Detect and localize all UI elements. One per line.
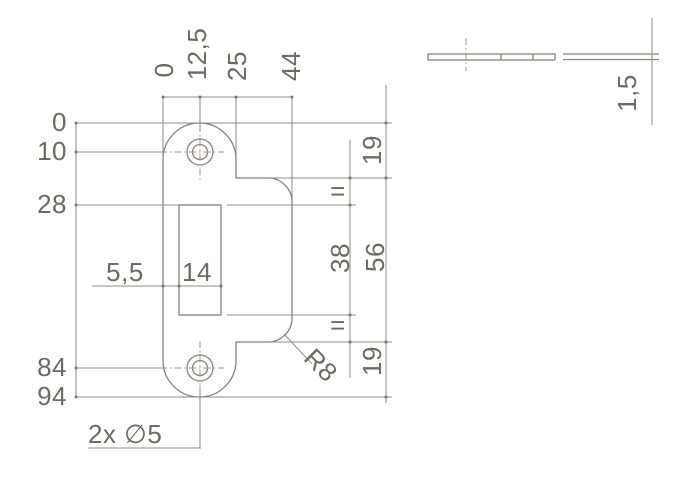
plate-outline <box>162 122 293 398</box>
dim-label-top-12-5: 12,5 <box>182 28 212 81</box>
dim-label-right-38: 38 <box>325 243 355 273</box>
dim-label-left-84: 84 <box>37 352 67 382</box>
holes-diameter-label: 2x ∅5 <box>88 419 162 449</box>
radius-leader-line <box>283 333 313 365</box>
dim-label-left-94: 94 <box>37 381 67 411</box>
dim-label-left-0: 0 <box>52 107 67 137</box>
dimension-labels: 0 12,5 25 44 0 10 28 84 94 19 56 19 = 38… <box>37 28 642 449</box>
front-view <box>160 122 293 398</box>
latch-cutout <box>178 204 222 316</box>
dim-label-slot-offset: 5,5 <box>106 257 144 287</box>
dim-label-top-44: 44 <box>276 51 306 81</box>
dim-label-right-19-top: 19 <box>357 135 387 165</box>
side-view-plate-strip <box>427 53 556 61</box>
dim-label-slot-width: 14 <box>182 257 212 287</box>
dim-label-top-25: 25 <box>222 51 252 81</box>
dimension-ticks <box>74 95 388 399</box>
dim-label-right-19-bottom: 19 <box>357 346 387 376</box>
dim-label-equal-top: = <box>330 176 346 206</box>
dim-label-top-0: 0 <box>149 63 179 78</box>
dim-label-right-56: 56 <box>360 242 390 272</box>
dim-label-equal-bottom: = <box>330 310 346 340</box>
side-view <box>427 18 659 125</box>
dim-label-left-28: 28 <box>37 189 67 219</box>
thickness-label: 1,5 <box>612 74 642 112</box>
dim-label-left-10: 10 <box>37 136 67 166</box>
corner-radius-label: R8 <box>298 342 343 387</box>
